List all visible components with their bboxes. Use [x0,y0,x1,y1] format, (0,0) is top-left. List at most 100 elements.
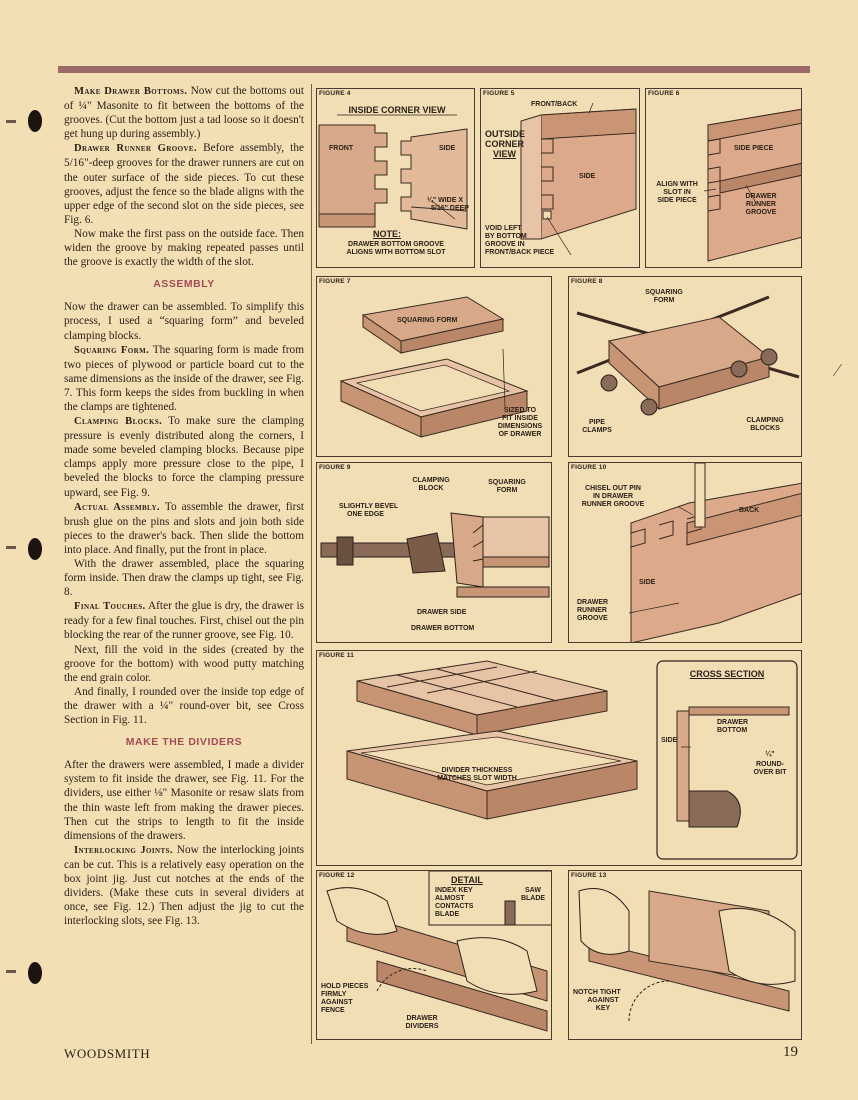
page-number: 19 [783,1044,798,1060]
figure-6-align-line3: SIDE PIECE [657,197,697,204]
figure-10: FIGURE 10 CHISEL OUT PIN IN DRAWER RUNNE… [568,462,802,643]
figure-12-index-line2: ALMOST [435,895,465,902]
article-paragraph: Actual Assembly. To assemble the drawer,… [64,500,304,557]
figure-8-drawing [576,295,800,416]
paragraph-runin-heading: Actual Assembly. [74,501,160,513]
figure-5-void-line1: VOID LEFT [485,225,522,232]
figure-11-bit-line2: ROUND- [756,761,784,768]
figure-5-frontback-label: FRONT/BACK [531,101,578,108]
figure-5-tag: FIGURE 5 [483,90,515,97]
article-paragraph: Interlocking Joints. Now the interlockin… [64,843,304,929]
figure-9-side-label: DRAWER SIDE [417,609,467,616]
article-paragraph: Now the drawer can be assembled. To simp… [64,300,304,342]
figure-12-hold-line2: FIRMLY [321,991,347,998]
figure-5: FIGURE 5 FRONT/BACK OUTSIDE CORNER VIEW … [480,88,640,268]
paragraph-runin-heading: Clamping Blocks. [74,416,163,428]
binder-mark [6,546,16,549]
figure-5-void-line4: FRONT/BACK PIECE [485,249,555,256]
paragraph-text: To make sure the clamping pressure is ev… [64,415,304,499]
figure-9-bevel-line2: ONE EDGE [347,511,384,518]
figure-11-drawing [346,660,798,860]
figure-10-chisel-line3: RUNNER GROOVE [581,501,645,508]
figure-13-drawing [578,888,796,1022]
figure-7-sized-line1: SIZED TO [503,407,537,414]
figure-12-saw-line1: SAW [525,887,541,894]
figure-12-hold-line1: HOLD PIECES [321,983,369,990]
paragraph-text: Now the drawer can be assembled. To simp… [64,301,304,342]
paragraph-text: Now the interlocking joints can be cut. … [64,843,304,928]
pencil-mark: ⁄ [836,360,840,380]
binder-hole-bottom [28,962,42,984]
figure-10-runner-line2: RUNNER [577,607,607,614]
figure-10-runner-line3: GROOVE [577,615,608,622]
figure-5-drawing [520,102,637,256]
figure-5-corner-label: CORNER [485,139,525,149]
paragraph-runin-heading: Squaring Form. [74,344,150,356]
article-paragraph: Make Drawer Bottoms. Now cut the bottoms… [64,84,304,141]
figure-5-void-line2: BY BOTTOM [485,233,527,240]
figure-10-back-label: BACK [739,507,760,514]
figure-7-sized-line2: FIT INSIDE [502,415,538,422]
figure-10-runner-line1: DRAWER [577,599,609,606]
article-paragraph: With the drawer assembled, place the squ… [64,557,304,599]
paragraph-text: Now make the first pass on the outside f… [64,227,304,269]
figure-12-dividers-line2: DIVIDERS [405,1023,439,1030]
binder-hole-middle [28,538,42,560]
intro-paragraphs: Make Drawer Bottoms. Now cut the bottoms… [64,84,304,269]
paragraph-text: And finally, I rounded over the inside t… [64,685,304,727]
paragraph-text: To assemble the drawer, first brush glue… [64,500,304,556]
figure-4-wide-label: ¼" WIDE x [427,197,463,204]
dividers-heading: MAKE THE DIVIDERS [125,737,243,749]
figure-5-side-label: SIDE [579,173,596,180]
figure-11: FIGURE 11 DIVIDER THICKNESS MATCHES SLOT… [316,650,802,866]
binder-mark [6,970,16,973]
figure-12-index-line3: CONTACTS [435,903,474,910]
figure-8-pipe-line2: CLAMPS [582,427,612,434]
figure-5-view-label: VIEW [493,149,517,159]
figure-12-hold-line4: FENCE [321,1007,345,1014]
figure-9-bottom-label: DRAWER BOTTOM [411,625,475,632]
figure-10-tag: FIGURE 10 [571,464,607,471]
header-rule [58,66,810,73]
figure-11-bottom-line1: DRAWER [717,719,749,726]
figure-13: FIGURE 13 NOTCH TIGHT AGAINST KEY [568,870,802,1040]
figure-13-tag: FIGURE 13 [571,872,607,879]
paragraph-text: Next, fill the void in the sides (create… [64,643,304,684]
figure-8-blocks-line1: CLAMPING [746,417,784,424]
figure-6-side-piece-label: SIDE PIECE [734,145,774,152]
figure-12-saw-line2: BLADE [520,895,546,902]
paragraph-text: Before assembly, the 5/16"-deep grooves … [64,142,304,226]
paragraph-runin-heading: Make Drawer Bottoms. [74,86,188,97]
figure-7-sized-line3: DIMENSIONS [497,423,543,430]
figure-7-drawing [339,296,529,438]
figure-11-bit-line1: ¼" [765,751,775,758]
figure-4-drawing [318,114,468,230]
figure-11-bottom-line2: BOTTOM [717,727,748,734]
figure-13-notch-line3: KEY [595,1005,611,1012]
figure-7-tag: FIGURE 7 [319,278,351,285]
figure-9-tag: FIGURE 9 [319,464,351,471]
figure-9-drawing [320,512,550,598]
figure-12-dividers-line1: DRAWER [406,1015,438,1022]
figure-6-runner-line3: GROOVE [745,209,777,216]
figure-11-tag: FIGURE 11 [319,652,355,659]
article-paragraph: Clamping Blocks. To make sure the clampi… [64,414,304,500]
figure-8-pipe-line1: PIPE [589,419,605,426]
figure-4-tag: FIGURE 4 [319,90,351,97]
figure-5-outside-label: OUTSIDE [485,129,526,139]
figure-12-detail-title: DETAIL [451,875,483,885]
paragraph-text: Now cut the bottoms out of ¼" Masonite t… [64,85,304,141]
figure-12-drawing [326,871,551,1032]
assembly-paragraphs: Now the drawer can be assembled. To simp… [64,300,304,727]
paragraph-runin-heading: Interlocking Joints. [74,844,173,856]
figure-8: FIGURE 8 SQUARING FORM PIPE CLAMPS CLAMP… [568,276,802,457]
figure-10-chisel-line2: IN DRAWER [592,493,634,500]
figure-11-cross-section-title: CROSS SECTION [689,669,765,679]
figure-7: FIGURE 7 SQUARING FORM SIZED TO FIT INSI… [316,276,552,457]
article-paragraph: And finally, I rounded over the inside t… [64,685,304,727]
paragraph-runin-heading: Drawer Runner Groove. [74,143,198,155]
figure-9-block-line2: BLOCK [418,485,444,492]
figure-9: FIGURE 9 SLIGHTLY BEVEL ONE EDGE CLAMPIN… [316,462,552,643]
figure-6: FIGURE 6 SIDE PIECE ALIGN WITH SLOT IN S… [645,88,802,268]
figure-6-align-line1: ALIGN WITH [656,181,698,188]
